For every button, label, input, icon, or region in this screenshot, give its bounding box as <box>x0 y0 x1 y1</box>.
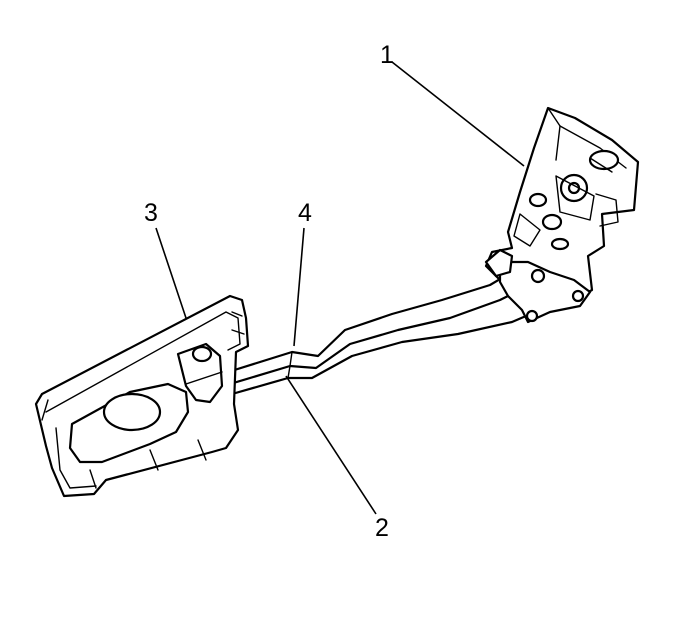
leader-line-1 <box>391 61 525 167</box>
callout-1: 1 <box>380 41 394 69</box>
leader-line-2 <box>285 375 377 515</box>
callout-3: 3 <box>144 199 158 227</box>
latch-cable-assembly <box>226 270 528 396</box>
callout-2: 2 <box>375 514 389 542</box>
callout-4: 4 <box>298 199 312 227</box>
inside-door-handle <box>34 294 250 498</box>
leader-lines <box>155 61 525 515</box>
callouts: 1 2 3 4 <box>144 41 394 542</box>
door-latch <box>484 106 640 324</box>
leader-line-4 <box>293 227 305 347</box>
leader-line-3 <box>155 227 187 319</box>
